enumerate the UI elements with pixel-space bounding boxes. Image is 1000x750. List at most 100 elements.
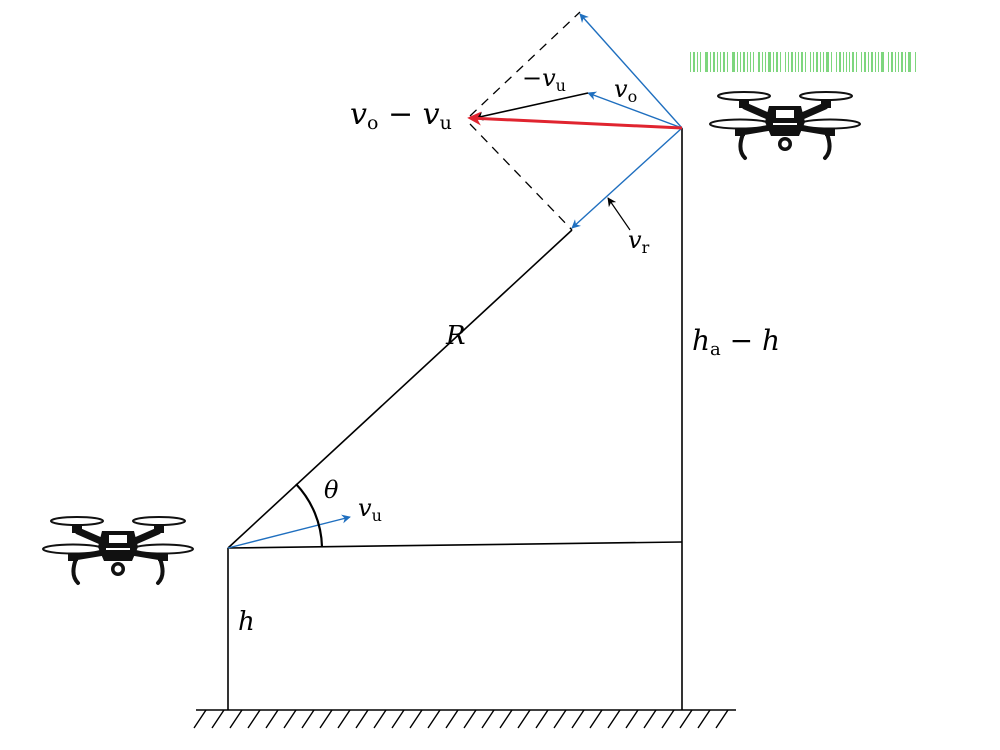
hatch-mark [445,709,459,729]
streak-bar [768,52,771,72]
velocity-vector-upper-blue [579,13,683,129]
streak-bar [810,52,811,72]
hatch-mark [193,709,207,729]
streak-bar [693,52,695,72]
streak-bar [713,52,715,72]
label-vu: vu [358,494,382,525]
streak-bar [826,52,829,72]
hatch-mark [319,709,333,729]
hatch-mark [517,709,531,729]
streak-bar [801,52,803,72]
streak-bar [888,52,889,72]
hatch-mark [391,709,405,729]
hatch-mark [553,709,567,729]
streak-bar [776,52,778,72]
vo-vector [587,91,683,129]
streak-bar [898,52,899,72]
hatch-mark [247,709,261,729]
streak-bar [852,52,854,72]
hatch-mark [607,709,621,729]
label-theta: θ [324,476,339,504]
streak-bar [908,52,911,72]
label-vo: vo [614,75,637,106]
theta-arc [295,483,324,548]
streak-bar [723,52,725,72]
streak-bar [690,52,691,72]
ground-hatching [193,709,736,729]
streak-bar [823,52,824,72]
label-R: R [445,321,466,351]
streak-bar [878,52,879,72]
slant-range-line [227,229,573,549]
hatch-mark [229,709,243,729]
streak-bar [762,52,763,72]
dashed-construction-lower [469,123,573,231]
hatch-mark [697,709,711,729]
streak-bar [717,52,718,72]
hatch-mark [589,709,603,729]
streak-bar [773,52,774,72]
streak-bar [905,52,906,72]
hatch-mark [535,709,549,729]
streak-bar [758,52,760,72]
streak-bar [785,52,786,72]
streak-bar [798,52,799,72]
propeller-motion-streak [690,52,916,72]
streak-bar [740,52,741,72]
streak-bar [813,52,814,72]
streak-bar [795,52,796,72]
streak-bar [836,52,837,72]
hatch-mark [481,709,495,729]
streak-bar [750,52,751,72]
label-neg-vu: −vu [522,64,566,95]
streak-bar [805,52,806,72]
streak-bar [710,52,711,72]
hatch-mark [643,709,657,729]
vr-pointer-arrow [607,197,631,231]
streak-bar [864,52,866,72]
neg-vu-vector [474,92,589,121]
resultant-vector-vo-minus-vu [467,111,683,130]
streak-bar [737,52,738,72]
hatch-mark [409,709,423,729]
hatch-mark [283,709,297,729]
streak-bar [732,52,735,72]
quadcopter-drone-icon [710,92,860,158]
streak-bar [831,52,832,72]
hatch-mark [355,709,369,729]
streak-bar [816,52,818,72]
streak-bar [700,52,701,72]
hatch-mark [427,709,441,729]
streak-bar [895,52,896,72]
horizontal-baseline [227,541,683,549]
streak-bar [788,52,789,72]
streak-bar [820,52,821,72]
streak-bar [705,52,708,72]
streak-bar [747,52,748,72]
streak-bar [868,52,869,72]
hatch-mark [301,709,315,729]
streak-bar [871,52,873,72]
hatch-mark [715,709,729,729]
streak-bar [720,52,721,72]
streak-bar [891,52,893,72]
streak-bar [727,52,728,72]
vr-vector [571,127,683,229]
hatch-mark [463,709,477,729]
streak-bar [861,52,862,72]
hatch-mark [661,709,675,729]
hatch-mark [265,709,279,729]
hatch-mark [625,709,639,729]
streak-bar [839,52,841,72]
streak-bar [753,52,754,72]
quadcopter-drone-icon [43,517,193,583]
hatch-mark [337,709,351,729]
hatch-mark [571,709,585,729]
label-ha-minus-h: ha − h [692,324,780,360]
hatch-mark [679,709,693,729]
streak-bar [856,52,857,72]
streak-bar [697,52,698,72]
streak-bar [765,52,766,72]
streak-bar [843,52,844,72]
